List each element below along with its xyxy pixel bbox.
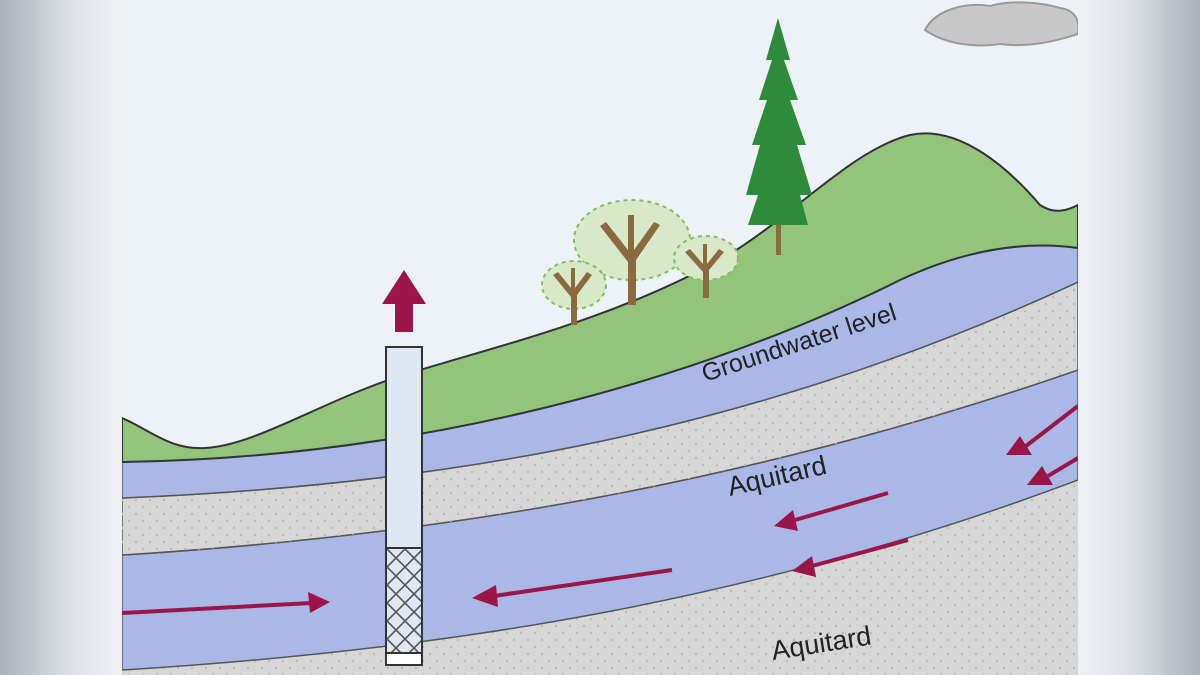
tree-icon — [541, 260, 607, 325]
flow-arrow-icon — [122, 592, 330, 615]
flow-arrow-icon — [792, 538, 909, 577]
flow-arrow-icon — [472, 568, 673, 607]
blurred-border-right — [1078, 0, 1200, 675]
flow-arrow-icon — [1006, 404, 1078, 455]
well-icon — [385, 346, 423, 666]
flow-arrow-icon — [1027, 456, 1078, 485]
flow-arrow-icon — [774, 491, 889, 531]
blurred-border-left — [0, 0, 122, 675]
aquitard-lower-texture — [122, 480, 1078, 675]
cloud-icon — [923, 1, 1078, 47]
tree-icon — [673, 235, 739, 298]
ground-surface-hill — [122, 132, 1078, 464]
aquitard-upper-texture — [122, 282, 1078, 555]
arrow-up-icon — [382, 270, 426, 332]
tree-icon — [746, 18, 812, 255]
